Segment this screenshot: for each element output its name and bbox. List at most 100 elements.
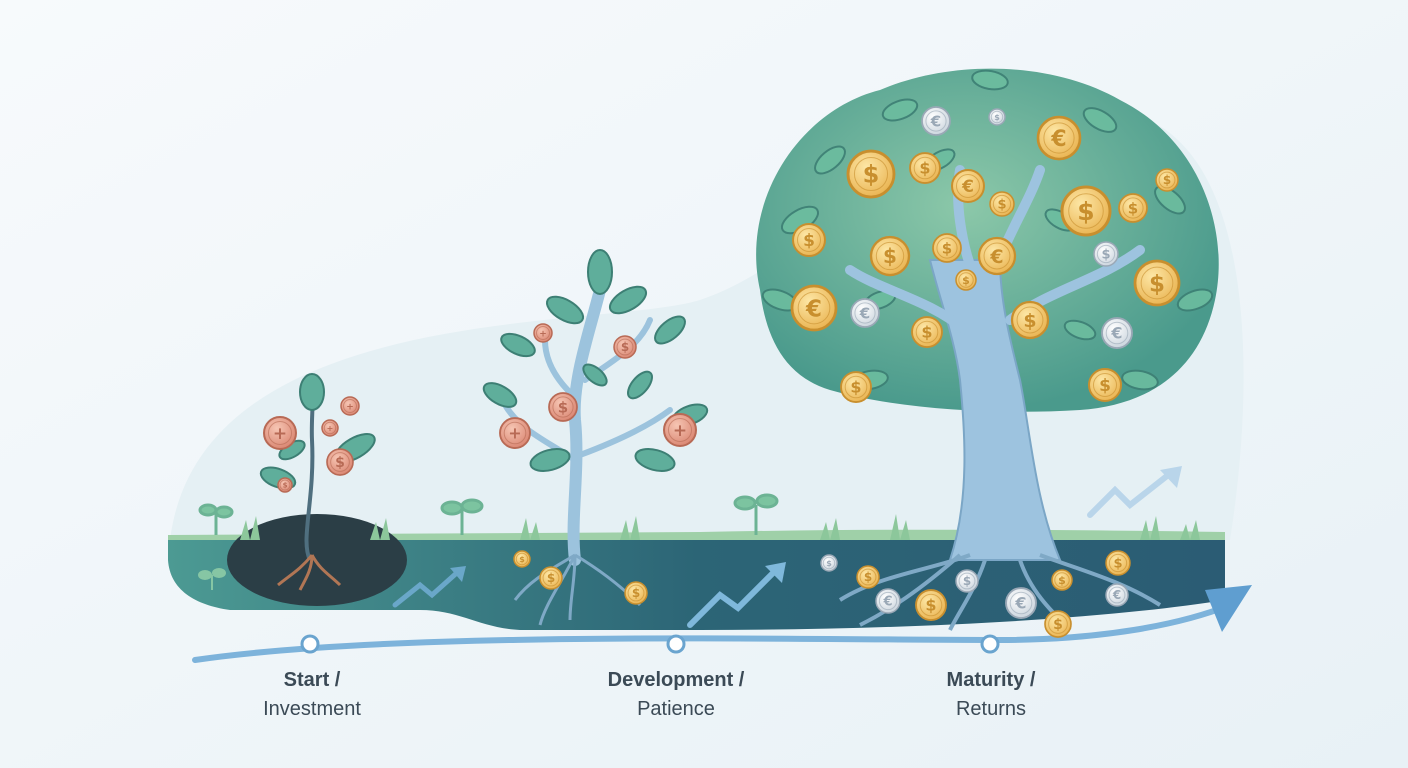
stage-label-maturity: Maturity / Returns xyxy=(871,669,1111,721)
svg-text:€: € xyxy=(961,177,974,197)
stage-title: Maturity / xyxy=(946,669,1036,691)
svg-text:$: $ xyxy=(283,482,288,490)
svg-text:$: $ xyxy=(826,559,832,568)
plus-coin-icon: + xyxy=(533,323,553,343)
growth-arrow-icon xyxy=(450,566,466,582)
dollar-coin-icon: $ xyxy=(1010,300,1050,340)
svg-text:$: $ xyxy=(1128,199,1138,217)
dollar-coin-icon: $ xyxy=(840,371,872,403)
euro-coin-icon: € xyxy=(1036,115,1082,161)
svg-text:$: $ xyxy=(1163,173,1171,187)
dollar-coin-icon: $ xyxy=(909,152,941,184)
dollar-coin-icon: $ xyxy=(277,477,293,493)
seed-pit xyxy=(227,514,407,606)
svg-text:$: $ xyxy=(335,455,345,471)
plus-coin-icon: + xyxy=(321,419,339,437)
svg-text:$: $ xyxy=(1149,271,1165,297)
dollar-coin-icon: $ xyxy=(955,269,977,291)
dollar-coin-icon: $ xyxy=(1133,259,1181,307)
svg-text:$: $ xyxy=(1023,310,1036,332)
sprout-icon xyxy=(733,493,779,535)
svg-text:+: + xyxy=(327,424,334,433)
svg-text:€: € xyxy=(1050,127,1066,152)
svg-text:$: $ xyxy=(547,571,555,585)
euro-coin-icon: € xyxy=(977,236,1017,276)
dollar-coin-icon: $ xyxy=(820,554,838,572)
dollar-coin-icon: $ xyxy=(1093,241,1119,267)
sprout-icon xyxy=(198,503,234,535)
svg-text:€: € xyxy=(930,112,941,130)
stage-title: Start / xyxy=(283,669,341,691)
svg-text:$: $ xyxy=(994,113,1000,122)
dollar-coin-icon: $ xyxy=(856,565,880,589)
growth-arrow-icon xyxy=(1160,466,1182,488)
dollar-coin-icon: $ xyxy=(792,223,826,257)
svg-text:€: € xyxy=(859,304,870,322)
svg-text:$: $ xyxy=(519,555,525,564)
svg-text:$: $ xyxy=(621,340,629,354)
dollar-coin-icon: $ xyxy=(955,569,979,593)
euro-coin-icon: € xyxy=(1005,587,1037,619)
stage-subtitle: Returns xyxy=(955,698,1027,720)
dollar-coin-icon: $ xyxy=(326,448,354,476)
sprout-icon xyxy=(440,498,484,535)
svg-text:$: $ xyxy=(850,378,861,397)
dollar-coin-icon: $ xyxy=(1155,168,1179,192)
svg-text:€: € xyxy=(1014,594,1026,613)
svg-text:$: $ xyxy=(1053,617,1063,633)
grass-tufts xyxy=(240,514,1200,540)
dollar-coin-icon: $ xyxy=(1118,193,1148,223)
euro-coin-icon: € xyxy=(790,284,838,332)
svg-text:$: $ xyxy=(1099,376,1111,396)
growth-arrow-icon xyxy=(765,562,786,583)
timeline-arrow-icon xyxy=(192,602,1233,663)
euro-coin-icon: € xyxy=(875,588,901,614)
growth-arrow-icon xyxy=(392,567,463,608)
sprout-icon xyxy=(198,568,226,590)
svg-text:$: $ xyxy=(919,159,930,178)
timeline-arrow-icon xyxy=(1205,585,1252,632)
stage-subtitle: Investment xyxy=(263,698,361,720)
euro-coin-icon: € xyxy=(1101,317,1133,349)
svg-text:$: $ xyxy=(864,570,872,584)
svg-text:$: $ xyxy=(803,231,815,251)
svg-text:$: $ xyxy=(942,239,952,257)
timeline-node-start xyxy=(300,634,320,654)
timeline-node-maturity xyxy=(980,634,1000,654)
dollar-coin-icon: $ xyxy=(1088,368,1122,402)
young-tree xyxy=(482,249,709,626)
svg-text:+: + xyxy=(508,424,521,443)
coins: +++$$+$$++$$$€$€$$€$$$$$$$€$$$€€$$€$$$$€… xyxy=(263,106,1181,638)
stage-label-development: Development / Patience xyxy=(556,669,796,721)
dollar-coin-icon: $ xyxy=(869,235,911,277)
svg-text:$: $ xyxy=(1058,574,1066,587)
dollar-coin-icon: $ xyxy=(1060,185,1112,237)
dollar-coin-icon: $ xyxy=(846,149,896,199)
euro-coin-icon: € xyxy=(951,169,985,203)
dollar-coin-icon: $ xyxy=(548,392,578,422)
dollar-coin-icon: $ xyxy=(911,316,943,348)
svg-text:$: $ xyxy=(558,398,568,416)
svg-text:€: € xyxy=(805,296,822,322)
growth-arrow-icon xyxy=(687,565,781,628)
plus-coin-icon: + xyxy=(499,417,531,449)
svg-text:+: + xyxy=(346,402,354,412)
dollar-coin-icon: $ xyxy=(989,191,1015,217)
svg-text:$: $ xyxy=(925,596,936,615)
svg-text:€: € xyxy=(882,595,892,610)
dollar-coin-icon: $ xyxy=(613,335,637,359)
dollar-coin-icon: $ xyxy=(988,108,1006,126)
dollar-coin-icon: $ xyxy=(539,566,563,590)
plus-coin-icon: + xyxy=(663,413,697,447)
svg-text:+: + xyxy=(273,424,287,444)
svg-text:+: + xyxy=(673,421,687,441)
dollar-coin-icon: $ xyxy=(1044,610,1072,638)
svg-text:$: $ xyxy=(921,323,932,342)
svg-text:€: € xyxy=(1112,588,1121,602)
svg-text:+: + xyxy=(539,329,547,339)
plus-coin-icon: + xyxy=(263,416,297,450)
dollar-coin-icon: $ xyxy=(624,581,648,605)
svg-text:$: $ xyxy=(997,198,1006,213)
euro-coin-icon: € xyxy=(1105,583,1129,607)
